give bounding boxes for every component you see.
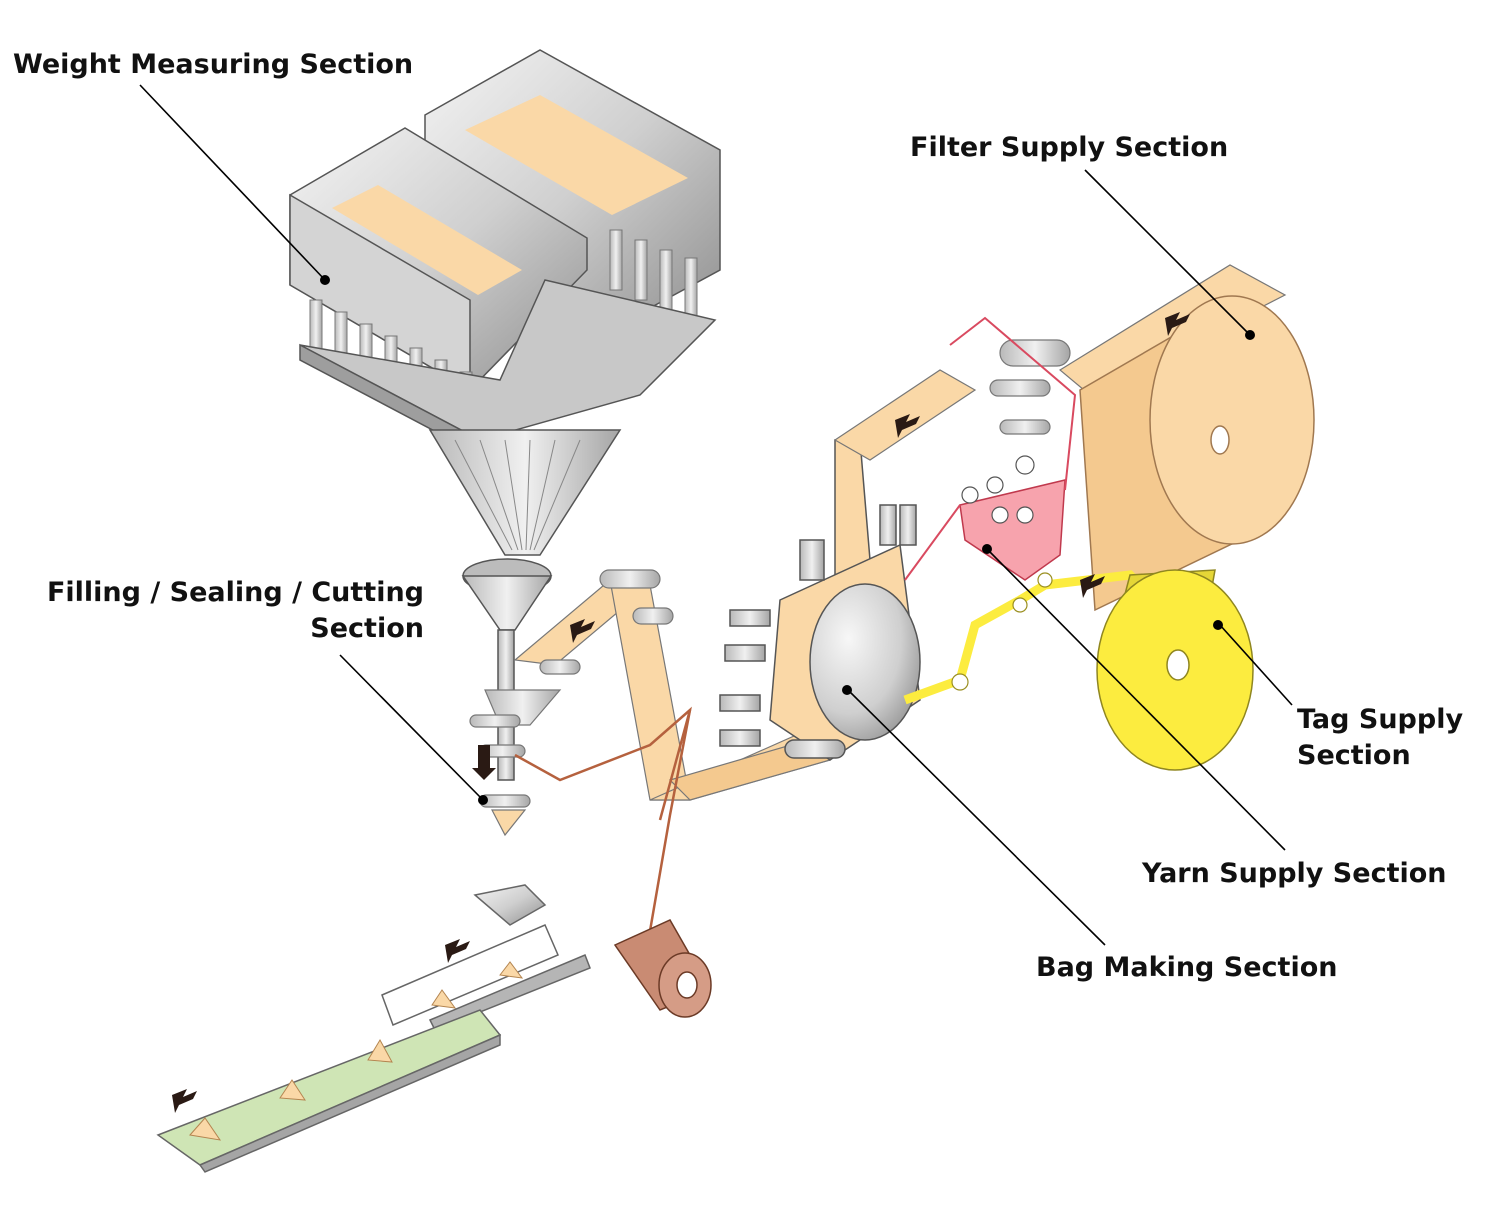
yarn-unit bbox=[904, 316, 1077, 581]
conveyor-belt bbox=[156, 1009, 502, 1166]
leader-lines bbox=[139, 84, 1293, 946]
yarn-supply-label: Yarn Supply Section bbox=[1142, 858, 1447, 889]
filter-supply-label: Filter Supply Section bbox=[910, 132, 1229, 163]
output-conveyor bbox=[156, 884, 591, 1173]
filter-path bbox=[469, 569, 832, 837]
filling-label-line2: Section bbox=[310, 613, 424, 644]
weigher-unit bbox=[289, 49, 721, 781]
bag-making-drum bbox=[719, 439, 921, 761]
tag-roll bbox=[1096, 569, 1254, 771]
tag-label-line1: Tag Supply bbox=[1297, 704, 1464, 735]
tag-supply-label: Tag Supply Section bbox=[1297, 702, 1463, 774]
weight-measuring-label: Weight Measuring Section bbox=[13, 49, 414, 80]
hopper-front-product bbox=[332, 185, 522, 295]
filling-label-line1: Filling / Sealing / Cutting bbox=[46, 577, 424, 608]
tag-label-line2: Section bbox=[1297, 740, 1411, 771]
bag-making-label: Bag Making Section bbox=[1036, 952, 1338, 983]
dot-icon bbox=[320, 275, 1255, 805]
thread-path bbox=[514, 706, 692, 961]
hopper-back-product bbox=[465, 95, 688, 215]
filling-sealing-cutting-label: Filling / Sealing / Cutting Section bbox=[14, 575, 424, 647]
arrow-icon bbox=[172, 312, 1190, 1113]
thread-roll bbox=[613, 919, 712, 1018]
filter-roll bbox=[1079, 295, 1315, 612]
collecting-funnel bbox=[428, 429, 622, 556]
